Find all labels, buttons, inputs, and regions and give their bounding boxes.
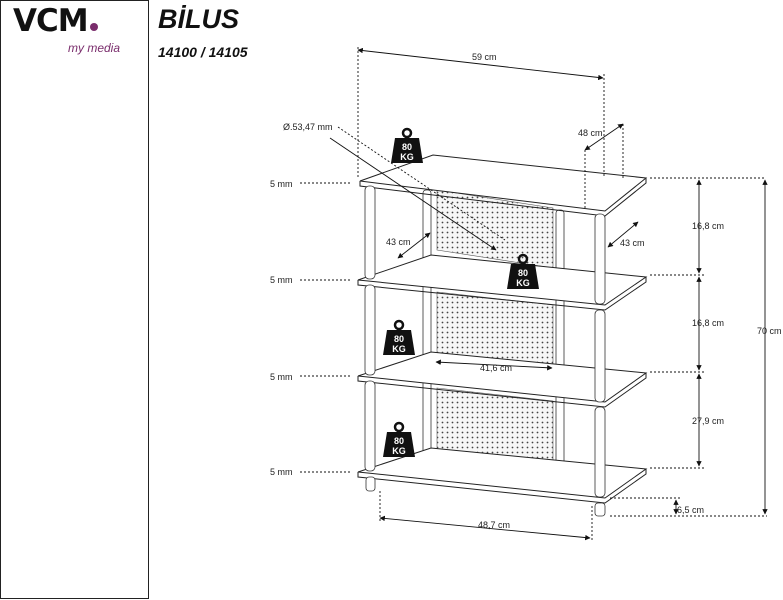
dim-height-2: 16,8 cm (692, 318, 724, 328)
weight-icon-1: 80 KG (391, 127, 423, 163)
weight-unit-1: KG (400, 152, 414, 162)
product-title: BİLUS (158, 4, 239, 34)
shelves (357, 154, 648, 504)
weight-icons: 80 KG 80 KG 80 KG 80 KG (383, 127, 539, 457)
weight-icon-3: 80 KG (383, 319, 415, 355)
weight-value-2: 80 (518, 268, 528, 278)
weight-icon-2: 80 KG (507, 253, 539, 289)
brand-tagline: my media (68, 41, 121, 55)
dim-depth-top: 48 cm (578, 128, 603, 138)
side-panel: VCM my media (0, 0, 149, 599)
dim-foot-height: 6,5 cm (677, 505, 704, 515)
dim-height-3: 27,9 cm (692, 416, 724, 426)
front-posts (364, 185, 606, 517)
weight-unit-2: KG (516, 278, 530, 288)
dimension-labels: 59 cm 48 cm Ø.53,47 mm 5 mm 5 mm 5 mm 5 … (270, 52, 782, 530)
dim-depth-left: 43 cm (386, 237, 411, 247)
product-models: 14100 / 14105 (158, 44, 248, 60)
logo-dot (89, 23, 98, 31)
weight-value-1: 80 (402, 142, 412, 152)
dim-inner-width: 41,6 cm (480, 363, 512, 373)
dim-total-height: 70 cm (757, 326, 782, 336)
weight-value-4: 80 (394, 436, 404, 446)
weight-unit-4: KG (392, 446, 406, 456)
dim-thickness-2: 5 mm (270, 275, 293, 285)
dim-thickness-1: 5 mm (270, 179, 293, 189)
dim-thickness-4: 5 mm (270, 467, 293, 477)
weight-value-3: 80 (394, 334, 404, 344)
back-panels (436, 189, 554, 464)
dim-diameter: Ø.53,47 mm (283, 122, 333, 132)
weight-icon-4: 80 KG (383, 421, 415, 457)
brand-logo: VCM (13, 3, 98, 39)
dim-height-1: 16,8 cm (692, 221, 724, 231)
dim-depth-right: 43 cm (620, 238, 645, 248)
weight-unit-3: KG (392, 344, 406, 354)
dim-bottom-width: 48,7 cm (478, 520, 510, 530)
dim-thickness-3: 5 mm (270, 372, 293, 382)
dimension-lines (300, 47, 768, 541)
dim-width-top: 59 cm (472, 52, 497, 62)
